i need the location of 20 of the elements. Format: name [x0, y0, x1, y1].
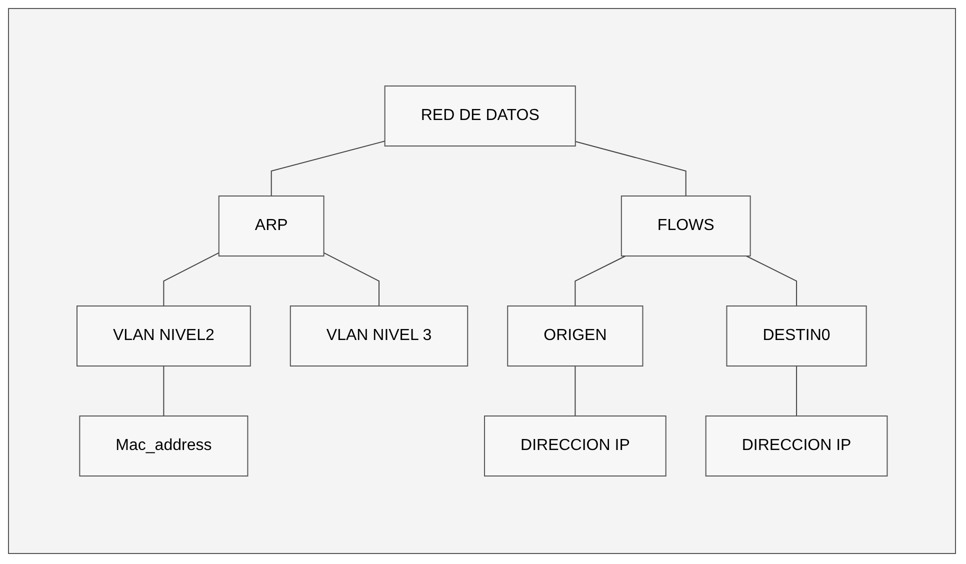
- connector: [796, 366, 797, 416]
- diagram-background: RED DE DATOS ARP FLOWS VLAN NIVEL2 VLAN NIVEL 3 ORIGEN DESTIN0 Mac_address DIRECCION IP DIRECCION IP: [8, 8, 956, 554]
- node-box: [79, 416, 248, 476]
- node-box: [620, 196, 751, 256]
- connector: [323, 252, 380, 306]
- connector: [163, 252, 220, 306]
- node-box: [507, 306, 644, 366]
- connector: [574, 256, 626, 306]
- node-box: [705, 416, 888, 476]
- connector: [574, 366, 576, 416]
- node-box: [484, 416, 666, 476]
- node-box: [384, 86, 576, 146]
- node-box: [76, 306, 251, 366]
- node-box: [218, 196, 324, 256]
- connector: [574, 140, 686, 196]
- connector: [163, 366, 164, 416]
- node-box: [726, 306, 867, 366]
- connector: [746, 256, 797, 306]
- connector: [270, 140, 386, 196]
- node-box: [290, 306, 468, 366]
